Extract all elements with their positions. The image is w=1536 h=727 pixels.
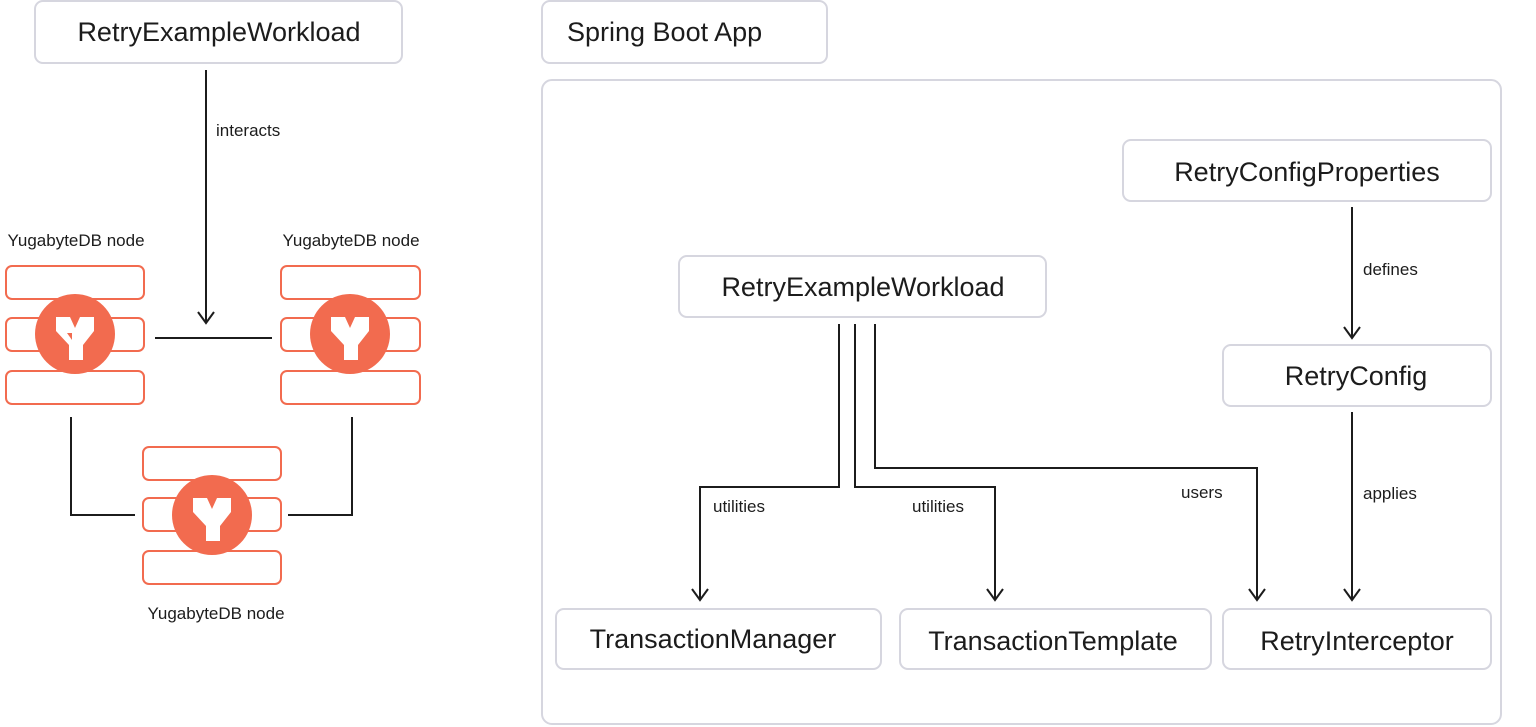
- users-edge: users: [874, 324, 1266, 602]
- utilities-label-2: utilities: [912, 497, 964, 516]
- interacts-edge: interacts: [197, 70, 280, 325]
- link-left-bottom: [70, 417, 135, 516]
- app-workload-label: RetryExampleWorkload: [721, 272, 1004, 302]
- yugabytedb-node-right: YugabyteDB node: [280, 231, 421, 405]
- retry-interceptor-label: RetryInterceptor: [1260, 626, 1454, 656]
- applies-arrowhead: [1343, 588, 1361, 602]
- defines-arrowhead: [1343, 326, 1361, 340]
- cluster-links: [70, 337, 353, 516]
- transaction-template-label: TransactionTemplate: [928, 626, 1178, 656]
- applies-edge: applies: [1343, 412, 1417, 602]
- transaction-manager-label: TransactionManager: [590, 624, 837, 654]
- app-workload-box: RetryExampleWorkload: [678, 255, 1047, 318]
- yugabytedb-logo-icon: [310, 294, 390, 374]
- yugabytedb-node-left: YugabyteDB node: [5, 231, 145, 405]
- defines-edge: defines: [1343, 207, 1418, 340]
- link-right-bottom: [288, 417, 353, 516]
- app-workload-frame: [678, 255, 1047, 318]
- app-container: [541, 79, 1502, 725]
- utilities-edge-1: utilities: [691, 324, 840, 602]
- retry-config-properties-frame: [1122, 139, 1492, 202]
- retry-config-frame: [1222, 344, 1492, 407]
- yugabytedb-node-bottom: YugabyteDB node: [142, 446, 285, 623]
- node-right-label: YugabyteDB node: [282, 231, 419, 250]
- retry-interceptor-box: RetryInterceptor: [1222, 608, 1492, 670]
- node-bottom-disk-3: [142, 550, 282, 585]
- transaction-template-frame: [899, 608, 1212, 670]
- yugabytedb-logo-icon: [172, 475, 252, 555]
- app-title-box: Spring Boot App: [541, 0, 828, 64]
- app-title: Spring Boot App: [567, 17, 762, 47]
- utilities-edge-2-line: [854, 324, 996, 599]
- defines-label: defines: [1363, 260, 1418, 279]
- users-label: users: [1181, 483, 1223, 502]
- retry-config-box: RetryConfig: [1222, 344, 1492, 407]
- utilities-edge-2-arrowhead: [986, 588, 1004, 602]
- applies-label: applies: [1363, 484, 1417, 503]
- retry-interceptor-frame: [1222, 608, 1492, 670]
- node-bottom-label: YugabyteDB node: [147, 604, 284, 623]
- transaction-manager-box: TransactionManager: [555, 608, 882, 670]
- left-workload-box-frame: [34, 0, 403, 64]
- utilities-label-1: utilities: [713, 497, 765, 516]
- yugabytedb-logo-icon: [35, 294, 115, 374]
- users-edge-arrowhead: [1248, 588, 1266, 602]
- transaction-template-box: TransactionTemplate: [899, 608, 1212, 670]
- utilities-edge-1-arrowhead: [691, 588, 709, 602]
- left-workload-label: RetryExampleWorkload: [77, 17, 360, 47]
- retry-config-properties-label: RetryConfigProperties: [1174, 157, 1440, 187]
- utilities-edge-1-line: [699, 324, 840, 599]
- interacts-arrowhead: [197, 311, 215, 325]
- interacts-label: interacts: [216, 121, 280, 140]
- utilities-edge-2: utilities: [854, 324, 1004, 602]
- node-left-label: YugabyteDB node: [7, 231, 144, 250]
- node-left-disk-3: [5, 370, 145, 405]
- transaction-manager-frame: [555, 608, 882, 670]
- retry-config-label: RetryConfig: [1285, 361, 1428, 391]
- retry-config-properties-box: RetryConfigProperties: [1122, 139, 1492, 202]
- left-workload-box: RetryExampleWorkload: [34, 0, 403, 64]
- users-edge-line: [874, 324, 1258, 599]
- node-right-disk-3: [280, 370, 421, 405]
- app-title-frame: [541, 0, 828, 64]
